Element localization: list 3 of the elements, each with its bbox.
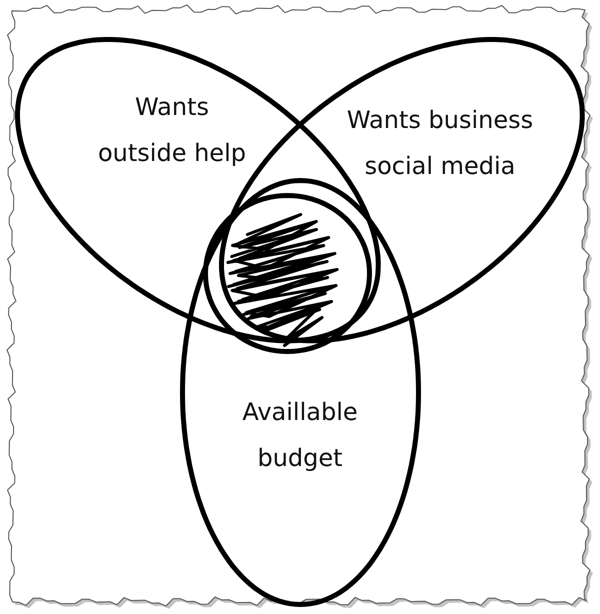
set-label: Wants outside help <box>96 92 247 169</box>
set-label: Availlable budget <box>241 397 359 474</box>
set-label: Wants business social media <box>346 104 534 182</box>
